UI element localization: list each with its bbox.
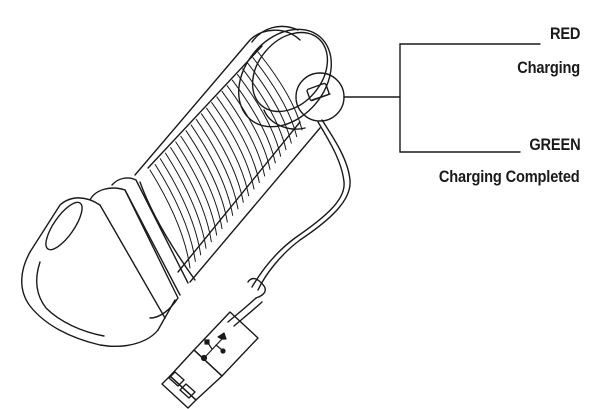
grip-rib (185, 130, 228, 223)
green-indicator-description: Charging Completed (439, 167, 580, 186)
grip-rib (236, 73, 282, 157)
grip-rib (180, 135, 223, 230)
usb-symbol-icon (200, 332, 227, 362)
flashlight-lower-ring (89, 177, 189, 319)
grip-rib (206, 107, 250, 197)
grip-rib (247, 62, 292, 144)
grip-rib (164, 152, 207, 249)
green-indicator-label: GREEN (528, 135, 580, 154)
red-indicator-description: Charging (517, 58, 580, 77)
grip-rib (175, 141, 218, 236)
callout-leader-lines (343, 43, 541, 153)
grip-rib (159, 158, 202, 256)
grip-rib (226, 85, 271, 170)
led-indicator-callout (295, 72, 345, 122)
grip-rib (149, 169, 191, 269)
grip-rib (216, 96, 260, 184)
flashlight-tail-cap (21, 197, 176, 347)
grip-rib (195, 118, 239, 210)
flashlight-grip-body (134, 29, 321, 283)
flashlight-grip-ribs (149, 51, 303, 269)
grip-rib (211, 102, 255, 190)
grip-rib (190, 124, 234, 216)
grip-rib (257, 51, 303, 131)
grip-rib (242, 68, 287, 151)
grip-rib (200, 113, 244, 203)
usb-plug (161, 311, 259, 409)
grip-rib (170, 147, 212, 243)
grip-rib (221, 90, 266, 177)
red-indicator-label: RED (549, 24, 581, 43)
grip-rib (154, 163, 196, 262)
flashlight-head (237, 25, 333, 130)
usb-cable (227, 119, 351, 327)
